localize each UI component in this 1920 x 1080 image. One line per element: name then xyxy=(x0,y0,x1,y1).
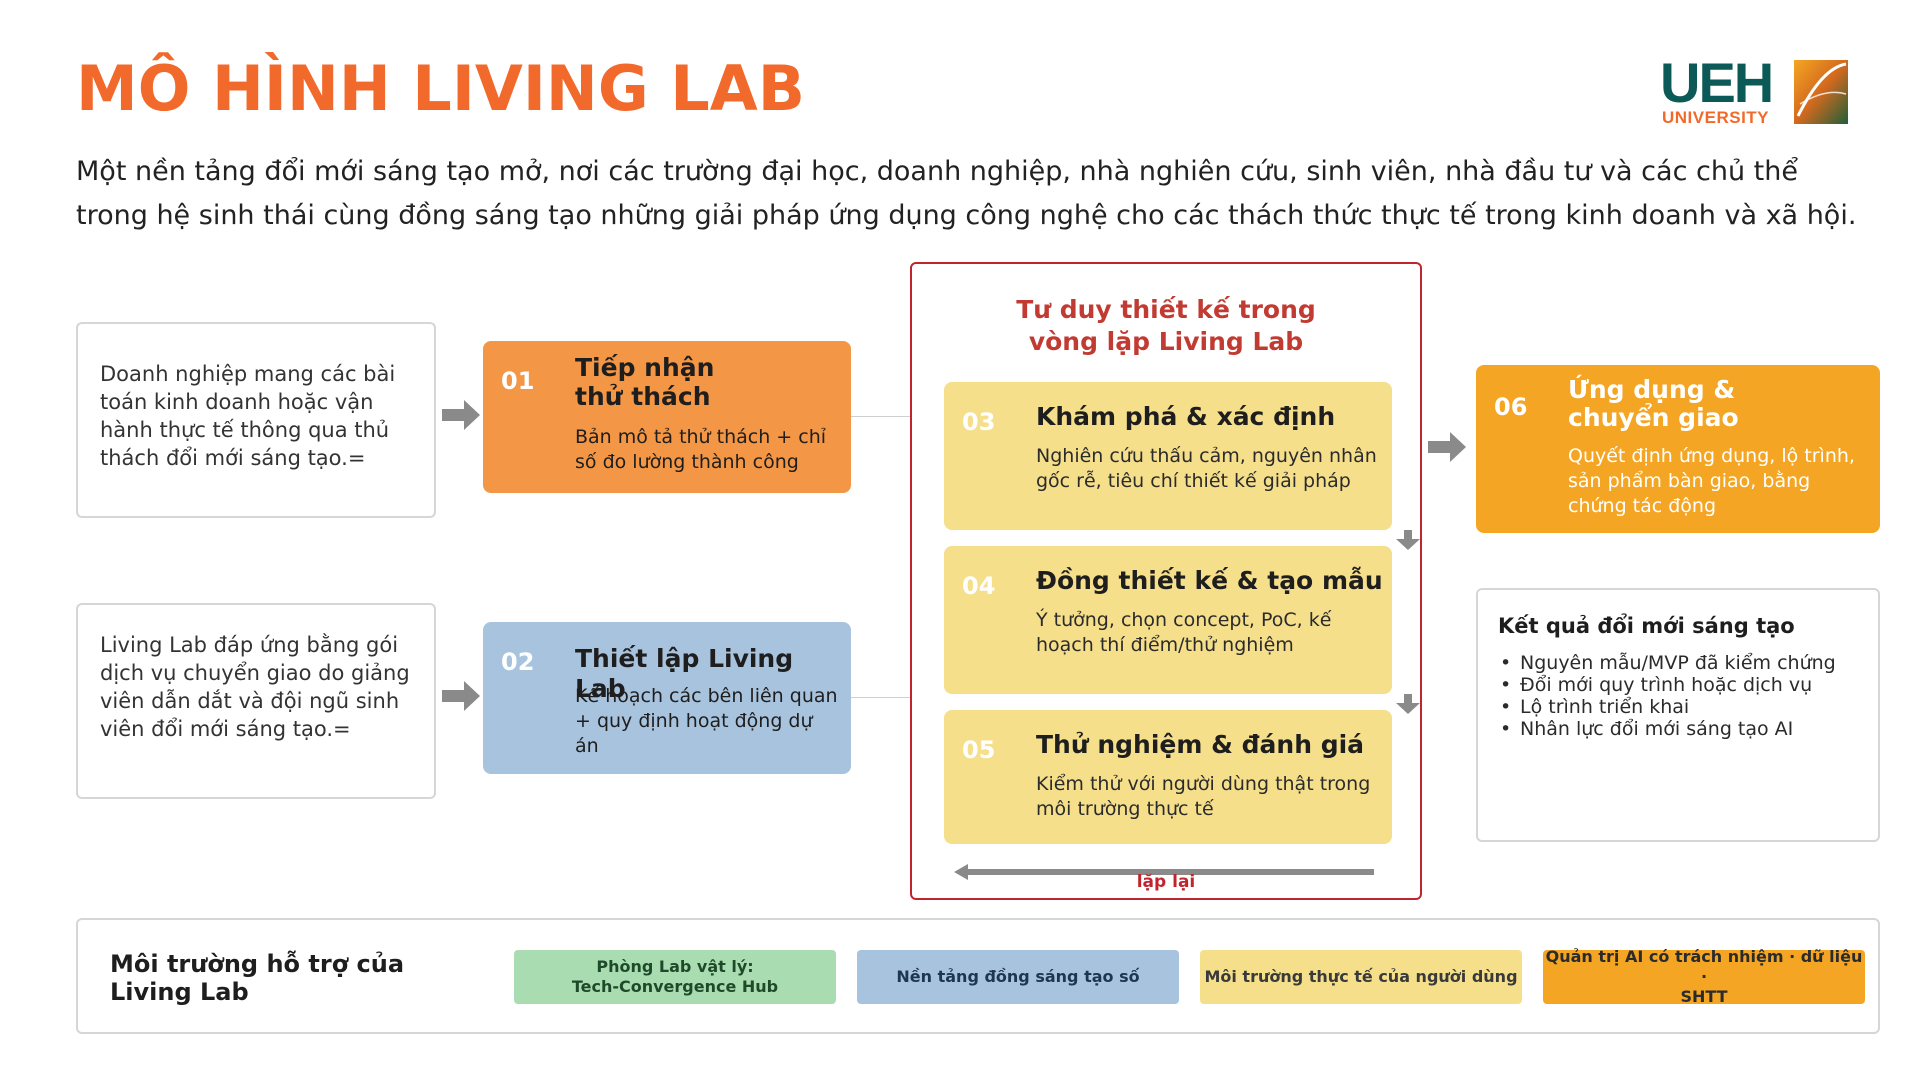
input-text-business: Doanh nghiệp mang các bài toán kinh doan… xyxy=(100,362,396,470)
arrow-right-icon xyxy=(1428,432,1466,462)
connector-line xyxy=(851,697,910,698)
list-item: Nguyên mẫu/MVP đã kiểm chứng xyxy=(1498,652,1868,674)
support-pill-physical-lab: Phòng Lab vật lý: Tech-Convergence Hub xyxy=(514,950,836,1004)
support-title-line1: Môi trường hỗ trợ của xyxy=(110,950,405,978)
step-title: Thiết lập Living Lab xyxy=(575,644,794,703)
loop-title-line2: vòng lặp Living Lab xyxy=(1028,327,1304,356)
loop-repeat-label: lặp lại xyxy=(1136,872,1196,892)
step-description: Ý tưởng, chọn concept, PoC, kế hoạch thí… xyxy=(1036,609,1332,656)
loop-back-arrow-icon xyxy=(954,864,1374,880)
step-description: Kế hoạch các bên liên quan + quy định ho… xyxy=(575,685,838,757)
step-description: Quyết định ứng dụng, lộ trình, sản phẩm … xyxy=(1568,445,1855,517)
step-title-line2: thử thách xyxy=(575,382,711,411)
step-02-card: 02 Thiết lập Living Lab Kế hoạch các bên… xyxy=(483,622,851,774)
step-description: Nghiên cứu thấu cảm, nguyên nhân gốc rễ,… xyxy=(1036,445,1377,492)
list-item: Đổi mới quy trình hoặc dịch vụ xyxy=(1498,674,1868,696)
pill-line2: Tech-Convergence Hub xyxy=(571,977,779,996)
step-01-card: 01 Tiếp nhận thử thách Bản mô tả thử thá… xyxy=(483,341,851,493)
step-06-card: 06 Ứng dụng & chuyển giao Quyết định ứng… xyxy=(1476,365,1880,533)
results-title: Kết quả đổi mới sáng tạo xyxy=(1498,614,1795,638)
step-title-line1: Tiếp nhận xyxy=(575,353,715,382)
step-number: 03 xyxy=(962,408,996,436)
input-box-business: Doanh nghiệp mang các bài toán kinh doan… xyxy=(76,322,436,518)
connector-line xyxy=(851,416,910,417)
support-title: Môi trường hỗ trợ của Living Lab xyxy=(110,950,404,1006)
step-description: Kiểm thử với người dùng thật trong môi t… xyxy=(1036,773,1371,820)
input-box-livinglab: Living Lab đáp ứng bằng gói dịch vụ chuy… xyxy=(76,603,436,799)
step-title-line1: Ứng dụng & xyxy=(1568,375,1736,404)
ueh-logo: UEH UNIVERSITY xyxy=(1660,51,1850,130)
step-number: 02 xyxy=(501,648,535,676)
logo-emblem-icon xyxy=(1794,60,1848,124)
page-subtitle: Một nền tảng đổi mới sáng tạo mở, nơi cá… xyxy=(76,156,1857,231)
step-number: 01 xyxy=(501,367,535,395)
step-title-line2: chuyển giao xyxy=(1568,403,1739,432)
support-title-line2: Living Lab xyxy=(110,978,249,1006)
support-pill-digital-platform: Nền tảng đồng sáng tạo số xyxy=(857,950,1179,1004)
support-environment-bar: Môi trường hỗ trợ của Living Lab Phòng L… xyxy=(76,918,1880,1034)
pill-line2: SHTT xyxy=(1680,987,1728,1006)
list-item: Nhân lực đổi mới sáng tạo AI xyxy=(1498,718,1868,740)
step-number: 06 xyxy=(1494,393,1528,421)
arrow-down-icon xyxy=(1396,530,1420,550)
step-04-card: 04 Đồng thiết kế & tạo mẫu Ý tưởng, chọn… xyxy=(944,546,1392,694)
step-05-card: 05 Thử nghiệm & đánh giá Kiểm thử với ng… xyxy=(944,710,1392,844)
step-number: 04 xyxy=(962,572,996,600)
pill-line1: Quản trị AI có trách nhiệm · dữ liệu · xyxy=(1545,947,1863,986)
step-title: Khám phá & xác định xyxy=(1036,402,1336,431)
step-03-card: 03 Khám phá & xác định Nghiên cứu thấu c… xyxy=(944,382,1392,530)
design-thinking-loop: Tư duy thiết kế trong vòng lặp Living La… xyxy=(910,262,1422,900)
logo-wordmark: UEH xyxy=(1660,51,1774,114)
support-pill-user-environment: Môi trường thực tế của người dùng xyxy=(1200,950,1522,1004)
step-title: Thử nghiệm & đánh giá xyxy=(1036,730,1365,759)
step-title: Đồng thiết kế & tạo mẫu xyxy=(1036,566,1383,595)
results-box: Kết quả đổi mới sáng tạo Nguyên mẫu/MVP … xyxy=(1476,588,1880,842)
loop-title-line1: Tư duy thiết kế trong xyxy=(1016,295,1316,324)
loop-title: Tư duy thiết kế trong vòng lặp Living La… xyxy=(912,294,1420,358)
pill-line1: Phòng Lab vật lý: xyxy=(596,957,754,976)
arrow-down-icon xyxy=(1396,694,1420,714)
input-text-livinglab: Living Lab đáp ứng bằng gói dịch vụ chuy… xyxy=(100,633,410,741)
arrow-right-icon xyxy=(442,400,480,430)
results-list: Nguyên mẫu/MVP đã kiểm chứng Đổi mới quy… xyxy=(1498,652,1868,740)
step-number: 05 xyxy=(962,736,996,764)
pill-line1: Nền tảng đồng sáng tạo số xyxy=(896,967,1140,986)
list-item: Lộ trình triển khai xyxy=(1498,696,1868,718)
pill-line1: Môi trường thực tế của người dùng xyxy=(1204,967,1518,986)
logo-subtext: UNIVERSITY xyxy=(1662,108,1770,127)
arrow-right-icon xyxy=(442,681,480,711)
support-pill-ai-governance: Quản trị AI có trách nhiệm · dữ liệu · S… xyxy=(1543,947,1865,1006)
step-description: Bản mô tả thử thách + chỉ số đo lường th… xyxy=(575,426,827,473)
page-title: MÔ HÌNH LIVING LAB xyxy=(76,52,806,125)
